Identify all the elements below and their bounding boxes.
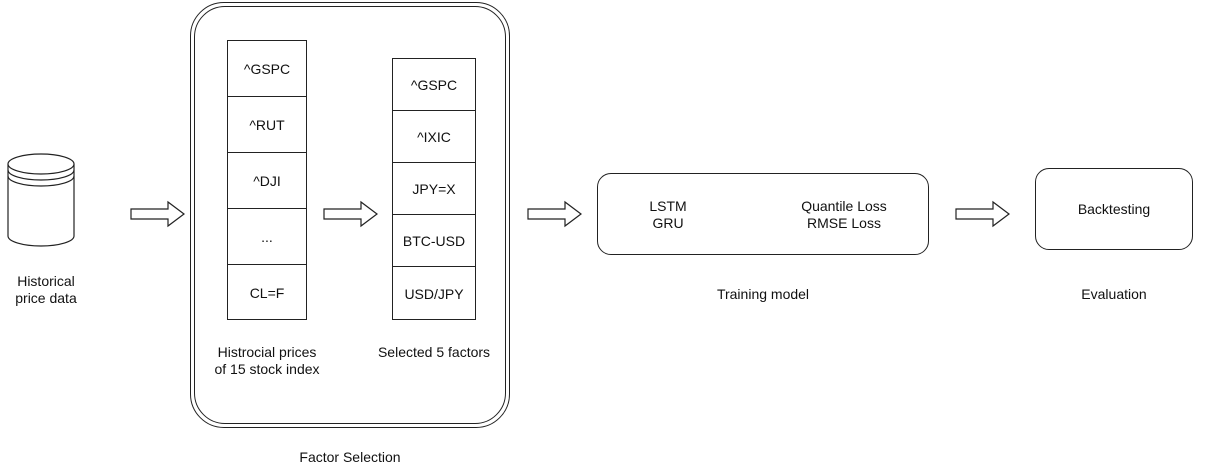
training-model-box: LSTM GRU Quantile Loss RMSE Loss bbox=[597, 173, 929, 255]
backtesting-label: Backtesting bbox=[1077, 201, 1151, 217]
stack-cell: ^IXIC bbox=[393, 111, 475, 163]
database-icon bbox=[7, 153, 75, 247]
source-label-line2: price data bbox=[15, 290, 77, 306]
model-list: LSTM GRU bbox=[618, 198, 718, 232]
stack-cell: JPY=X bbox=[393, 163, 475, 215]
model-gru: GRU bbox=[652, 215, 684, 231]
stack-cell: BTC-USD bbox=[393, 215, 475, 267]
stack-cell: ... bbox=[228, 209, 306, 265]
caption-line1: Histrocial prices bbox=[217, 344, 317, 360]
historical-prices-caption: Histrocial prices of 15 stock index bbox=[197, 344, 337, 378]
loss-list: Quantile Loss RMSE Loss bbox=[784, 198, 904, 232]
arrow-right-icon bbox=[527, 200, 582, 228]
stack-cell: CL=F bbox=[249, 285, 285, 301]
evaluation-caption: Evaluation bbox=[1081, 286, 1147, 302]
stack-cell: ^RUT bbox=[228, 97, 306, 153]
source-label: Historical price data bbox=[6, 273, 86, 307]
arrow-right-icon bbox=[323, 200, 378, 228]
selected-factors-caption: Selected 5 factors bbox=[377, 344, 491, 360]
backtesting-box: Backtesting bbox=[1035, 168, 1193, 250]
selected-factors-stack: ^GSPC ^IXIC JPY=X BTC-USD USD/JPY bbox=[392, 58, 476, 320]
historical-prices-stack: ^GSPC ^RUT ^DJI ... CL=F bbox=[227, 40, 307, 320]
stack-cell: ^GSPC bbox=[228, 41, 306, 97]
training-caption: Training model bbox=[716, 286, 810, 302]
factor-selection-title: Factor Selection bbox=[299, 449, 401, 465]
stack-cell: ^DJI bbox=[228, 153, 306, 209]
stack-cell: USD/JPY bbox=[404, 286, 464, 302]
factor-selection-container bbox=[190, 2, 510, 428]
source-label-line1: Historical bbox=[17, 273, 75, 289]
loss-quantile: Quantile Loss bbox=[801, 198, 887, 214]
caption-line2: of 15 stock index bbox=[214, 361, 320, 377]
loss-rmse: RMSE Loss bbox=[807, 215, 881, 231]
stack-cell: ^GSPC bbox=[393, 59, 475, 111]
arrow-right-icon bbox=[130, 200, 185, 228]
model-lstm: LSTM bbox=[649, 198, 687, 214]
arrow-right-icon bbox=[955, 200, 1010, 228]
